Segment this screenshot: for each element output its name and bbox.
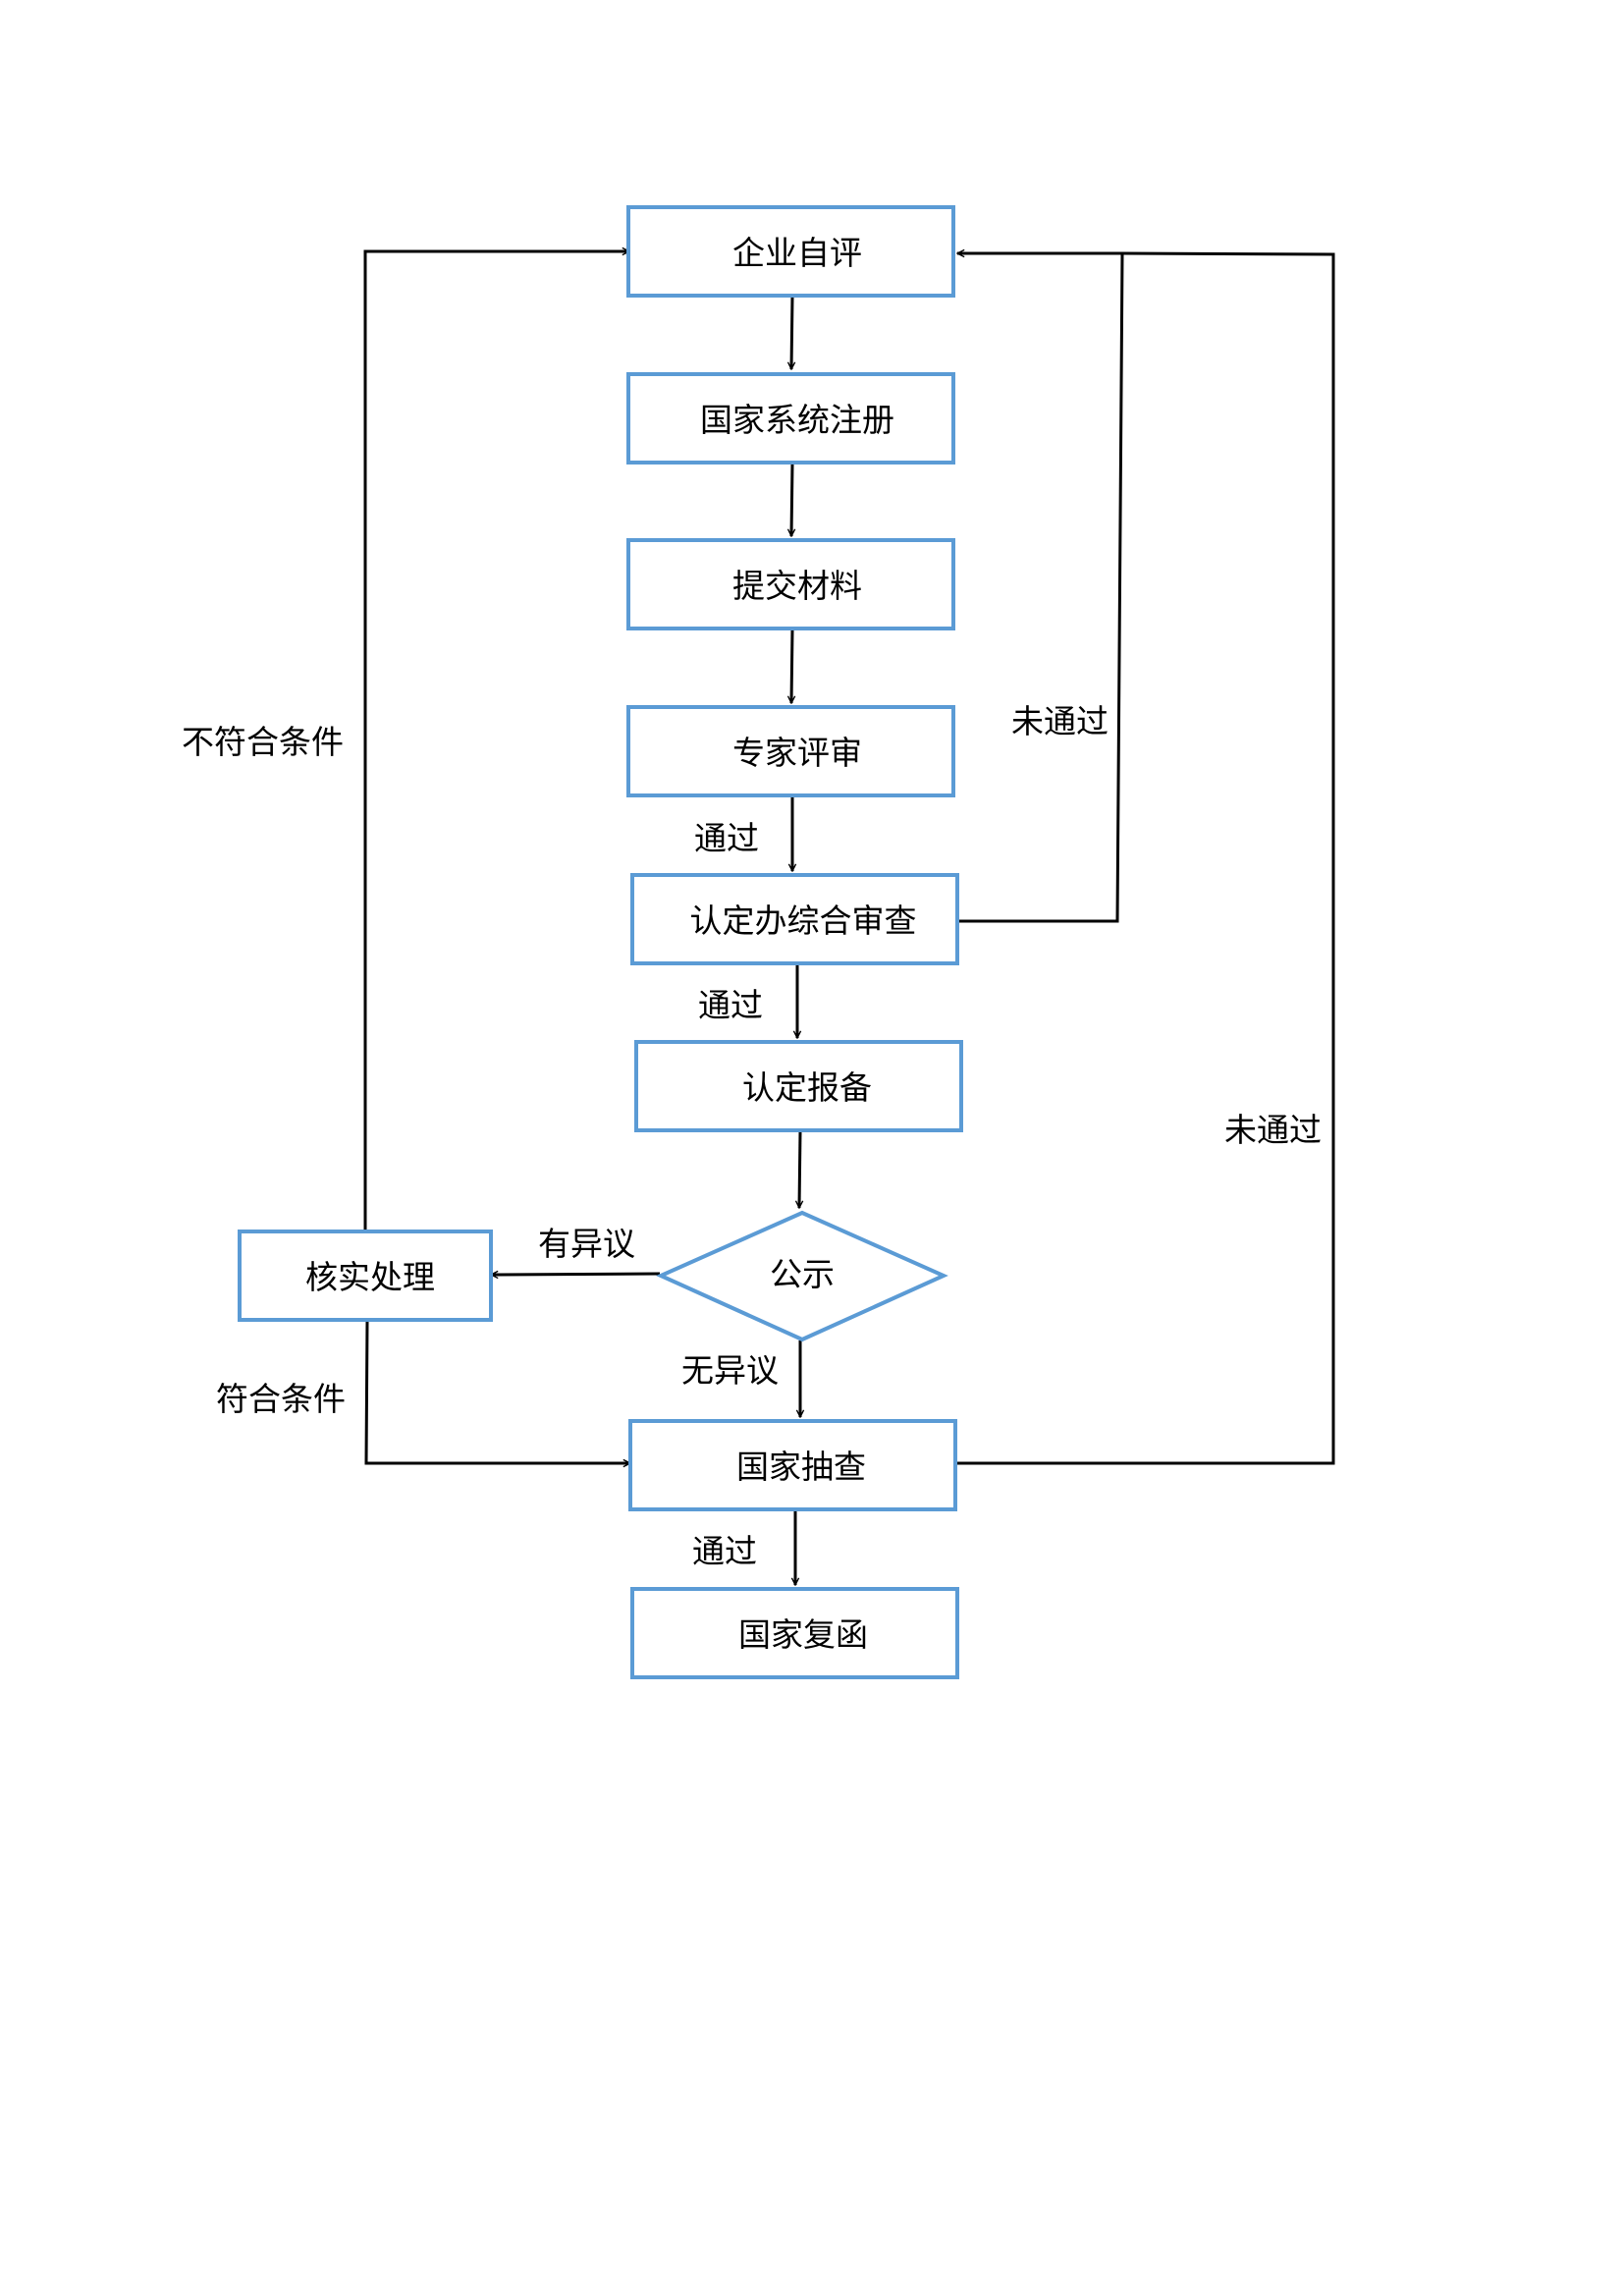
node-label: 国家系统注册 [700,401,894,439]
edge-label-office-fail: 未通过 [1011,702,1109,740]
edge-label-spot-check-fail: 未通过 [1224,1111,1322,1149]
node-label: 公示 [770,1255,835,1293]
node-office-review: 认定办综合审查 [630,873,959,965]
node-national-spot-check: 国家抽查 [628,1419,957,1511]
edge-not-eligible-loop [363,251,629,1230]
edge-label-objection: 有异议 [538,1225,635,1263]
node-submit-materials: 提交材料 [626,538,955,630]
node-filing: 认定报备 [634,1040,963,1132]
edge-materials-to-expert [791,629,792,703]
edge-label-expert-pass: 通过 [694,819,759,857]
edge-self-eval-to-registration [791,296,792,369]
edge-registration-to-materials [791,463,792,536]
node-label: 国家抽查 [736,1448,866,1486]
node-label: 专家评审 [732,734,862,772]
edge-eligible-to-spot-check [364,1320,630,1463]
edge-label-not-eligible: 不符合条件 [182,723,344,761]
node-national-reply: 国家复函 [630,1587,959,1679]
node-self-eval: 企业自评 [626,205,955,298]
edges [363,251,1335,1585]
node-label: 核实处理 [305,1258,435,1296]
edge-filing-to-publicity [799,1130,800,1208]
edge-label-no-objection: 无异议 [681,1351,779,1390]
node-label: 提交材料 [732,567,862,605]
node-publicity: 公示 [656,1210,948,1342]
edge-office-fail-loop [957,253,1124,923]
node-label: 国家复函 [738,1615,868,1654]
edge-label-office-pass: 通过 [698,986,763,1024]
node-expert-review: 专家评审 [626,705,955,797]
node-national-registration: 国家系统注册 [626,372,955,465]
node-label: 企业自评 [732,234,862,272]
node-label: 认定报备 [742,1068,872,1107]
node-label: 认定办综合审查 [690,902,917,940]
node-verification: 核实处理 [238,1230,493,1322]
edge-spot-check-fail-loop [954,251,1335,1465]
edge-label-spot-check-pass: 通过 [692,1532,757,1570]
edge-publicity-to-verification [491,1274,661,1275]
edge-label-eligible: 符合条件 [216,1380,346,1418]
